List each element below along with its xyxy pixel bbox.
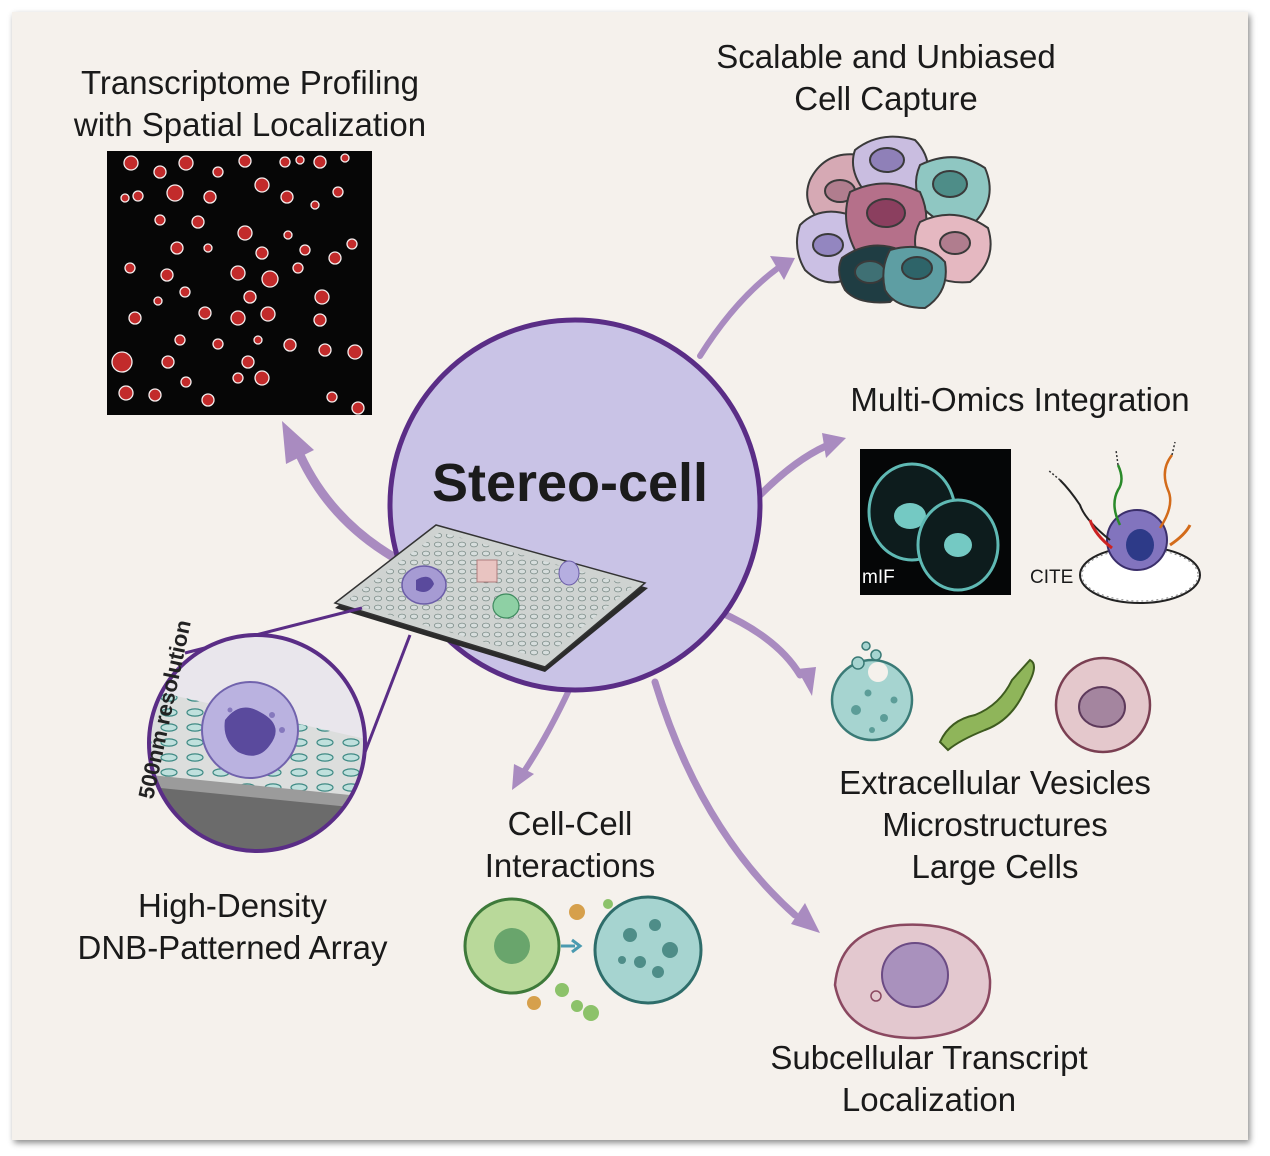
large-cell [1054,656,1152,754]
cell-cluster [795,135,992,310]
array-title: High-Density DNB-Patterned Array [77,887,388,966]
transcriptome-title: Transcriptome Profiling with Spatial Loc… [73,64,427,143]
transcriptome-image [107,151,372,415]
ev-title: Extracellular Vesicles Microstructures L… [839,764,1151,885]
multiomics-title: Multi-Omics Integration [850,381,1190,418]
vesicle-cell [830,641,914,742]
arrow-heads [282,256,846,933]
mif-image [860,449,1011,595]
mif-label: mIF [862,567,895,588]
capture-title: Scalable and Unbiased Cell Capture [716,38,1056,117]
dnb-array-chip [333,524,648,672]
cell-cell-illustration [463,895,703,1021]
arrows [295,265,830,919]
cite-illustration [1047,441,1201,604]
subcellular-cell [833,923,992,1040]
zoom-line-bottom [360,634,412,761]
cellcell-title: Cell-Cell Interactions [484,805,656,884]
diagram-title: Stereo-cell [431,453,709,513]
microstructure [938,658,1035,752]
cite-label: CITE [1030,567,1074,588]
zoom-circle [147,633,367,853]
subcellular-title: Subcellular Transcript Localization [770,1039,1088,1118]
